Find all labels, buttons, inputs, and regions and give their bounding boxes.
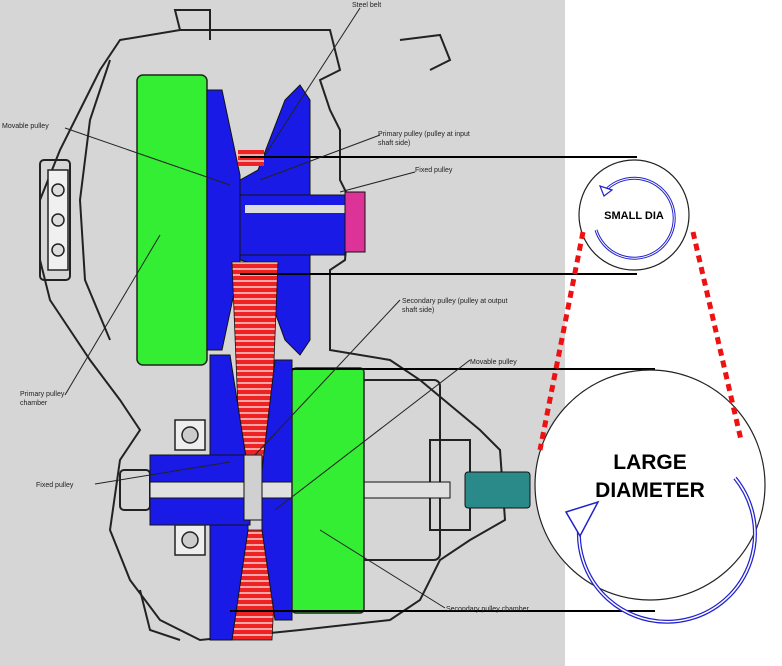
label-primary-pulley-line1: Primary pulley (pulley at input <box>378 131 470 138</box>
label-movable-pulley-bottom: Movable pulley <box>470 359 517 366</box>
primary-pulley-shape <box>206 84 366 356</box>
label-fixed-pulley-bottom: Fixed pulley <box>36 482 74 489</box>
small-diameter-circle: SMALL DIA <box>578 159 690 271</box>
belt-tangent-lines <box>537 231 744 451</box>
label-primary-chamber-line1: Primary pulley <box>20 391 65 398</box>
label-fixed-pulley-top: Fixed pulley <box>415 167 453 174</box>
output-shaft <box>464 471 531 509</box>
transmission-housing <box>39 9 507 642</box>
large-diameter-line2: DIAMETER <box>595 479 705 502</box>
label-primary-pulley-line2: shaft side) <box>378 140 410 147</box>
large-diameter-line1: LARGE <box>613 451 687 474</box>
large-diameter-circle: LARGE DIAMETER <box>534 369 766 624</box>
input-shaft-end <box>344 191 366 253</box>
secondary-bearing <box>174 419 206 556</box>
label-secondary-pulley-line2: shaft side) <box>402 307 434 314</box>
primary-bearing <box>47 169 69 271</box>
label-secondary-pulley-line1: Secondary pulley (pulley at output <box>402 298 508 305</box>
label-secondary-chamber: Secondary pulley chamber <box>446 606 530 613</box>
secondary-pulley-chamber-shape <box>291 367 365 614</box>
label-steel-belt: Steel belt <box>352 2 381 9</box>
reference-lines <box>230 156 655 612</box>
label-primary-chamber-line2: chamber <box>20 400 48 407</box>
small-dia-label: SMALL DIA <box>604 210 664 222</box>
primary-pulley-chamber-shape <box>136 74 208 366</box>
large-rotation-arrow-icon <box>564 500 600 538</box>
leader-lines <box>64 7 471 609</box>
label-movable-pulley-top: Movable pulley <box>2 123 49 130</box>
small-rotation-arrow-icon <box>598 185 614 197</box>
part-labels: Steel belt Movable pulley Primary pulley… <box>2 2 530 613</box>
secondary-pulley-shape <box>149 354 451 641</box>
